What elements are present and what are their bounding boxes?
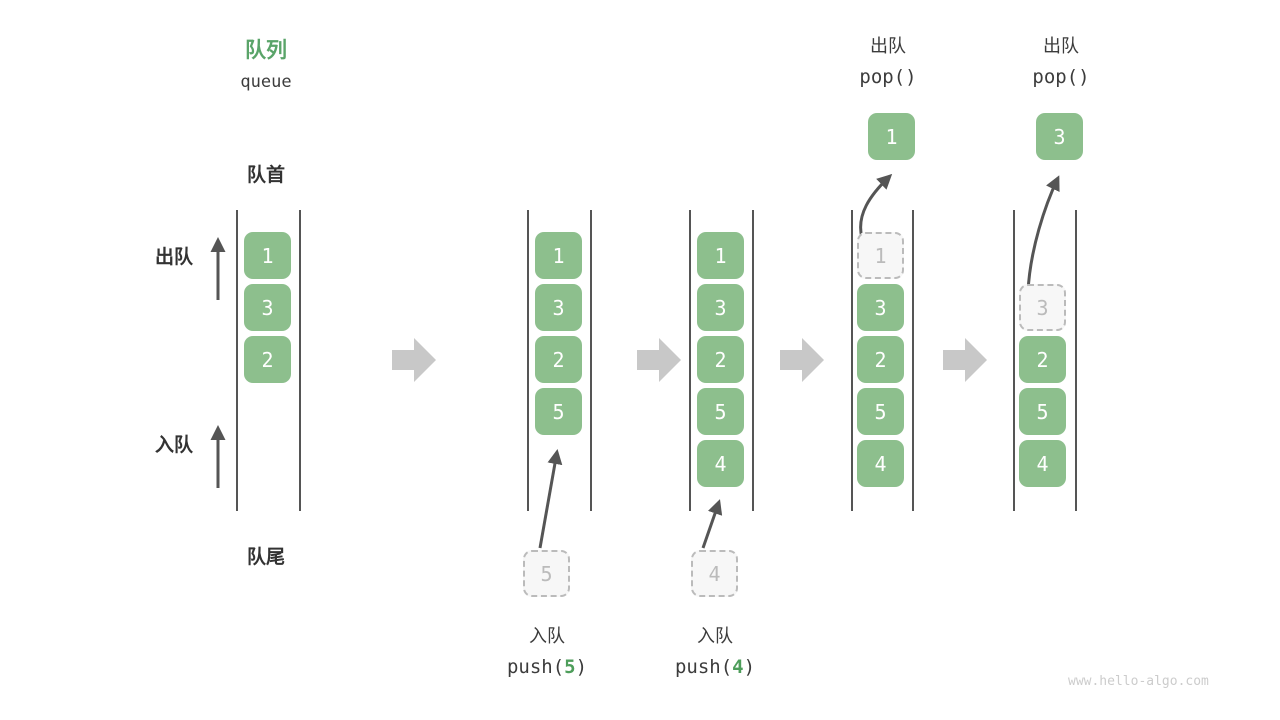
queue-rail-left <box>236 210 238 511</box>
push-code-arg: 5 <box>564 656 576 678</box>
queue-cell: 4 <box>1019 440 1066 487</box>
queue-cell: 2 <box>1019 336 1066 383</box>
queue-cell: 4 <box>697 440 744 487</box>
push-operation-label-cn: 入队 <box>529 626 565 646</box>
queue-cell: 3 <box>244 284 291 331</box>
enqueue-direction-label: 入队 <box>154 435 193 456</box>
queue-rail-left <box>689 210 691 511</box>
pop-operation-label-code: pop() <box>1032 66 1090 88</box>
step-separator-arrow-4 <box>943 338 987 382</box>
pop-1-arrow <box>859 173 893 239</box>
queue-cell: 2 <box>535 336 582 383</box>
dequeue-direction-label: 出队 <box>154 247 193 268</box>
pop-operation-label-cn: 出队 <box>1043 36 1079 56</box>
queue-cell: 1 <box>535 232 582 279</box>
push-code-prefix: push( <box>674 656 733 678</box>
pending-push-cell: 4 <box>691 550 738 597</box>
push-operation-label-cn: 入队 <box>697 626 733 646</box>
queue-rail-right <box>752 210 754 511</box>
step-separator-arrow-2 <box>637 338 681 382</box>
queue-tail-label: 队尾 <box>246 547 285 568</box>
push-code-arg: 4 <box>732 656 744 678</box>
queue-cell: 2 <box>244 336 291 383</box>
queue-cell: 3 <box>697 284 744 331</box>
push-operation-label-code: push(5) <box>506 656 588 678</box>
removed-ghost-cell: 3 <box>1019 284 1066 331</box>
queue-head-label: 队首 <box>246 165 285 186</box>
queue-rail-right <box>590 210 592 511</box>
pop-operation-label-code: pop() <box>859 66 917 88</box>
queue-cell: 5 <box>535 388 582 435</box>
queue-cell: 3 <box>857 284 904 331</box>
push-4-arrow <box>701 499 723 549</box>
push-operation-label-code: push(4) <box>674 656 756 678</box>
site-watermark: www.hello-algo.com <box>1068 674 1209 689</box>
popped-cell: 3 <box>1036 113 1083 160</box>
pending-push-cell: 5 <box>523 550 570 597</box>
queue-cell: 3 <box>535 284 582 331</box>
queue-rail-right <box>1075 210 1077 511</box>
queue-rail-left <box>527 210 529 511</box>
queue-rail-right <box>912 210 914 511</box>
push-5-arrow <box>538 449 563 549</box>
queue-cell: 5 <box>857 388 904 435</box>
removed-ghost-cell: 1 <box>857 232 904 279</box>
queue-cell: 1 <box>697 232 744 279</box>
queue-title-cn: 队列 <box>245 39 287 62</box>
queue-cell: 5 <box>697 388 744 435</box>
queue-cell: 2 <box>857 336 904 383</box>
step-separator-arrow-1 <box>392 338 436 382</box>
queue-rail-left <box>1013 210 1015 511</box>
queue-cell: 5 <box>1019 388 1066 435</box>
queue-title-en: queue <box>240 72 292 92</box>
queue-rail-right <box>299 210 301 511</box>
pop-operation-label-cn: 出队 <box>870 36 906 56</box>
queue-cell: 4 <box>857 440 904 487</box>
popped-cell: 1 <box>868 113 915 160</box>
pop-3-arrow <box>1026 175 1060 293</box>
push-code-prefix: push( <box>506 656 565 678</box>
queue-rail-left <box>851 210 853 511</box>
queue-cell: 1 <box>244 232 291 279</box>
step-separator-arrow-3 <box>780 338 824 382</box>
queue-cell: 2 <box>697 336 744 383</box>
